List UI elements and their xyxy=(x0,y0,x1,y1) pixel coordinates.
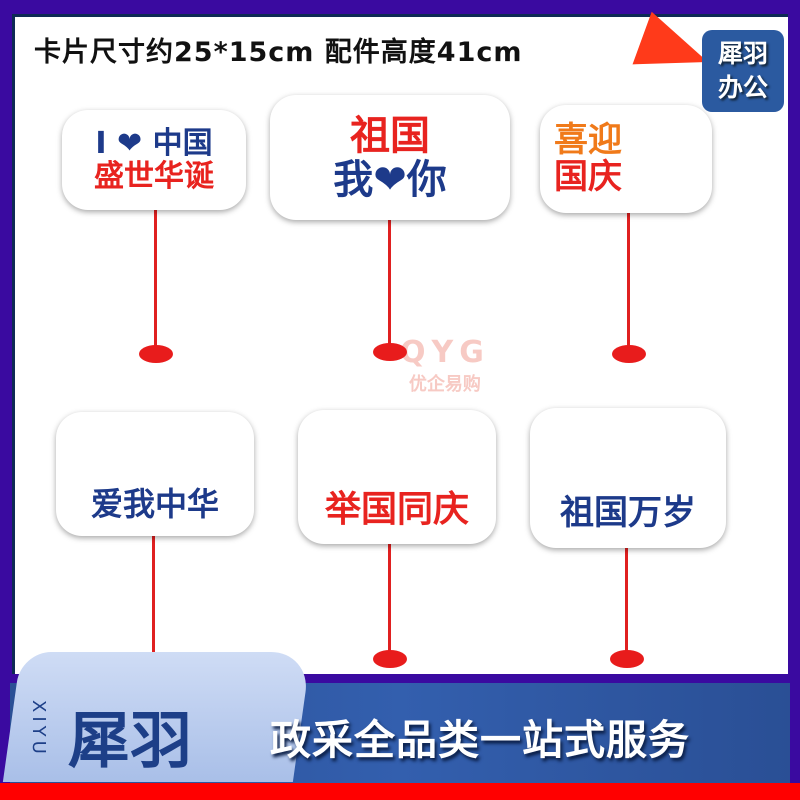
card-line: 祖国万岁 xyxy=(560,492,696,533)
stick xyxy=(625,540,628,660)
card-line: I ❤ 中国 xyxy=(95,126,213,161)
size-title: 卡片尺寸约25*15cm 配件高度41cm xyxy=(34,37,523,68)
badge-line2: 办公 xyxy=(717,73,768,102)
stick xyxy=(627,200,630,350)
badge-line1: 犀羽 xyxy=(717,39,768,68)
stick xyxy=(388,540,391,660)
stick-base xyxy=(139,345,173,363)
card-i-love-china: I ❤ 中国 盛世华诞 xyxy=(62,110,246,210)
watermark-name: 优企易购 xyxy=(408,374,481,395)
card-line: 祖国 xyxy=(350,112,430,159)
stick xyxy=(388,210,391,350)
brand-name: 犀羽 xyxy=(68,704,193,777)
watermark: QYG 优企易购 xyxy=(400,285,490,396)
stick xyxy=(154,200,157,350)
card-long-live-motherland: 祖国万岁 xyxy=(530,408,726,548)
card-line: 爱我中华 xyxy=(90,484,219,523)
card-line: 喜迎 xyxy=(554,119,622,160)
bottom-red-bar xyxy=(0,783,800,800)
stick-base xyxy=(373,343,407,361)
card-line: 国庆 xyxy=(554,157,622,197)
card-love-china: 爱我中华 xyxy=(56,412,254,536)
card-line: 举国同庆 xyxy=(324,489,469,531)
banner-slogan: 政采全品类一站式服务 xyxy=(270,716,690,764)
stick-base xyxy=(373,650,407,668)
watermark-logo: QYG xyxy=(400,335,490,370)
card-motherland-love-you: 祖国 我❤你 xyxy=(270,95,510,220)
stick-base xyxy=(610,650,644,668)
card-line: 盛世华诞 xyxy=(94,159,214,194)
card-line: 我❤你 xyxy=(333,156,447,203)
brand-badge: 犀羽 办公 xyxy=(702,30,784,112)
stick xyxy=(152,530,155,670)
card-nationwide-celebration: 举国同庆 xyxy=(298,410,496,544)
brand-english: XIYU xyxy=(28,700,49,758)
card-celebrate-national-day: 喜迎 国庆 xyxy=(540,105,712,213)
stick-base xyxy=(612,345,646,363)
